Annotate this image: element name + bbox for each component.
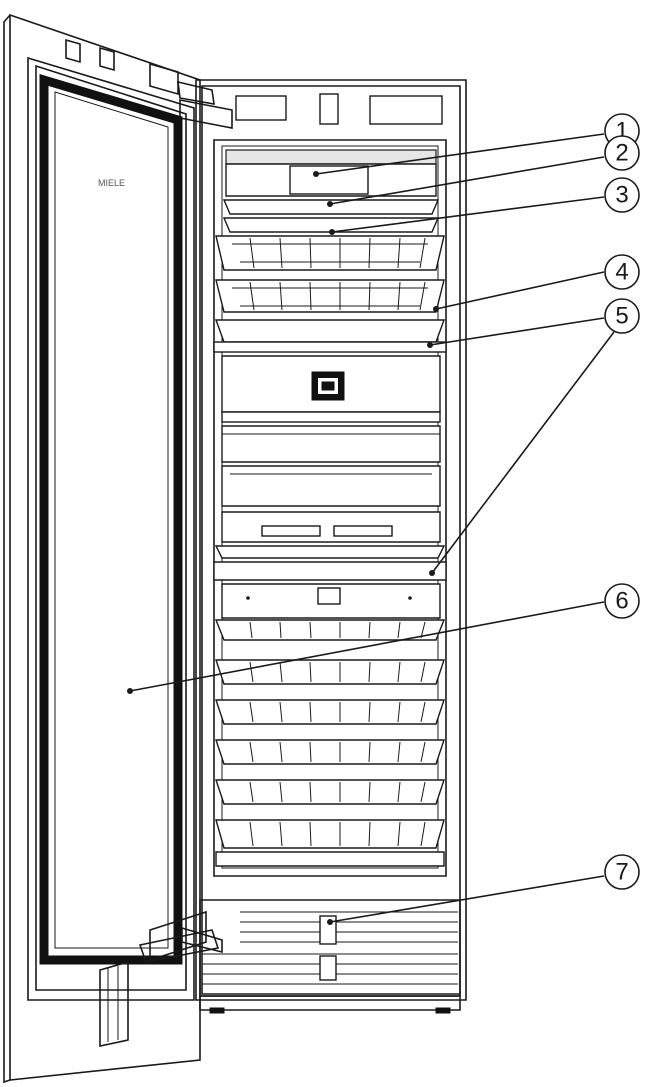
callout-label: 5 [615, 303, 628, 330]
cabinet-body [195, 79, 467, 1014]
lower-shelf-slats [249, 621, 426, 847]
leader-dots [127, 171, 439, 925]
callout-3: 3 [604, 177, 640, 213]
door-brand-text: MIELE [98, 178, 125, 188]
upper-shelf-slats [249, 237, 426, 311]
base-grille [199, 899, 461, 1014]
callout-7: 7 [604, 854, 640, 890]
callout-label: 6 [615, 588, 628, 615]
callout-label: 4 [615, 259, 628, 286]
callout-4: 4 [604, 254, 640, 290]
lower-shelves [214, 619, 446, 849]
callout-label: 3 [615, 182, 628, 209]
open-door: MIELE [3, 13, 233, 1084]
callout-2: 2 [604, 135, 640, 171]
leader-lines [129, 133, 615, 923]
callout-label: 2 [615, 140, 628, 167]
callout-6: 6 [604, 583, 640, 619]
callout-5: 5 [604, 298, 640, 334]
callout-label: 7 [615, 859, 628, 886]
upper-shelves [215, 235, 445, 343]
